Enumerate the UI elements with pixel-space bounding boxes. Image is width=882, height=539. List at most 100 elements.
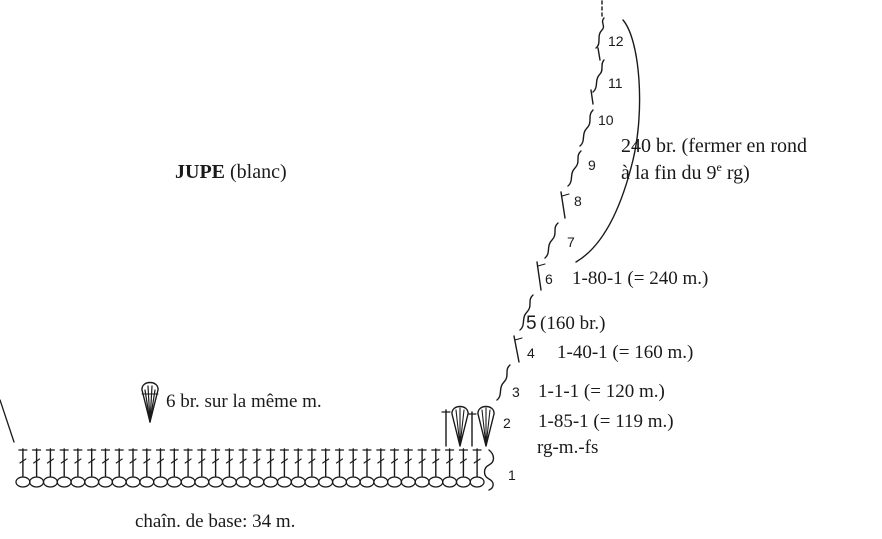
chain-stitch [455,476,471,488]
dc-stitch [100,448,111,477]
chain-stitch [345,476,361,488]
row-number-4: 4 [527,345,535,361]
dc-stitch [348,448,358,477]
dc-stitch [334,448,345,477]
dc-stitch [362,448,372,477]
fan-6-dc-icon [141,381,159,423]
note-row-4: 1-40-1 (= 160 m.) [557,342,693,363]
chain-stitch [304,476,320,488]
chain-stitch [152,476,169,488]
chain-stitch [194,476,210,488]
chain-stitch [208,476,224,488]
dc-stitch [472,448,482,477]
chain-stitch [111,476,127,488]
dc-stitch [307,448,317,477]
chain-stitch [263,476,279,488]
dc-stitch [279,448,289,477]
legend-text: 6 br. sur la même m. [166,391,322,412]
note-row-2-rg-m-fs: rg-m.-fs [537,437,598,458]
chain-stitch [249,476,265,488]
chain-stitch [318,476,334,488]
chain-stitch [359,476,375,488]
row-1-turning-chain [483,449,495,491]
row-1-stitches [18,448,482,477]
dc-stitch [238,448,248,477]
chain-stitch [221,476,237,488]
chain-stitch [139,476,155,488]
dc-stitch [197,448,207,477]
chain-stitch [290,476,306,488]
chain-stitch [166,476,182,488]
dc-stitch [142,448,152,477]
dc-stitch [45,448,56,477]
chain-stitch [29,476,45,488]
dc-stitch [445,448,455,477]
row-number-3: 3 [512,384,520,400]
dc-stitch [417,448,427,477]
row-number-12: 12 [608,33,624,49]
row-number-8: 8 [574,193,582,209]
dc-stitch [183,448,193,477]
row-number-2: 2 [503,415,511,431]
base-chain-label: chaîn. de base: 34 m. [135,511,295,532]
row-number-9: 9 [588,157,596,173]
dc-stitch [87,448,97,477]
chain-stitch [125,476,141,488]
chain-stitch [331,476,348,488]
chain-stitch [400,476,416,488]
chain-stitch [373,476,389,488]
chain-stitch [97,476,114,488]
row-number-5: 5 [526,313,537,334]
dc-stitch [224,448,234,477]
dc-stitch [169,448,179,477]
dc-stitch [376,448,386,477]
chain-stitch [469,476,485,488]
chain-stitch [70,476,86,488]
row-number-1: 1 [508,467,516,483]
dc-stitch [266,448,276,477]
note-row-6: 1-80-1 (= 240 m.) [572,268,708,289]
chain-stitch [180,476,196,488]
dc-stitch [73,448,83,477]
dc-stitch [59,448,69,477]
dc-stitch [321,448,331,477]
dc-stitch [18,448,28,477]
chain-stitch [15,476,31,488]
chain-stitch [276,476,292,488]
rows-7-12-bracket [575,19,641,263]
note-rows-7-9-line-1: 240 br. (fermer en rond [621,135,807,157]
chain-stitch [84,476,100,488]
chain-stitch [235,476,251,488]
diagram-title: JUPE (blanc) [175,161,287,183]
chain-stitch [442,476,458,488]
dc-stitch [389,448,400,477]
dc-stitch [458,448,468,477]
note-row-2: 1-85-1 (= 119 m.) [538,411,674,432]
dc-stitch [31,448,42,477]
note-rows-7-9-line-2: à la fin du 9e rg) [621,160,750,184]
dc-stitch [252,448,262,477]
dc-stitch [403,448,413,477]
dc-stitch [293,448,303,477]
left-edge-mark [0,399,15,443]
note-row-3: 1-1-1 (= 120 m.) [538,381,665,402]
row-number-10: 10 [598,112,614,128]
dc-stitch [155,448,166,477]
chain-stitch [42,476,58,488]
dc-stitch [431,448,441,477]
dc-stitch [128,448,138,477]
row-number-11: 11 [608,75,623,91]
row-number-6: 6 [545,271,553,287]
row-number-7: 7 [567,234,575,250]
row-2-fans [441,405,495,447]
chain-stitch [386,476,403,488]
dc-stitch [211,448,221,477]
chain-stitch [428,476,444,488]
chain-stitch [56,476,72,488]
row-stitch-column [496,0,605,401]
note-row-5: (160 br.) [540,313,605,334]
dc-stitch [114,448,124,477]
base-chain [15,476,485,488]
chain-stitch [414,476,430,488]
